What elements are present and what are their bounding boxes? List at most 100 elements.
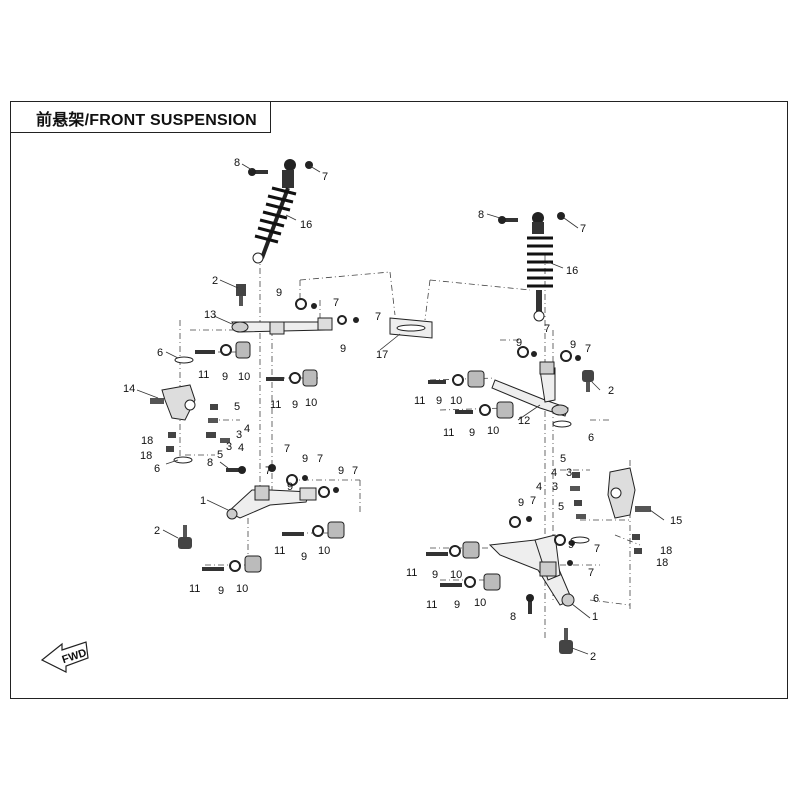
callout-1: 1 <box>592 611 598 623</box>
callout-2: 2 <box>212 275 218 287</box>
bushing-set-right-4 <box>440 573 501 591</box>
callout-9: 9 <box>287 481 293 493</box>
callout-7: 7 <box>284 443 290 455</box>
callout-2: 2 <box>590 651 596 663</box>
callout-9: 9 <box>292 399 298 411</box>
callout-16: 16 <box>566 265 578 277</box>
bolt-left-top <box>248 168 268 176</box>
washers-left-lower <box>268 464 339 498</box>
callout-9: 9 <box>340 343 346 355</box>
upper-arm-left <box>231 317 333 335</box>
callout-9: 9 <box>568 539 574 551</box>
callout-9: 9 <box>301 551 307 563</box>
callout-9: 9 <box>516 337 522 349</box>
bushing-set-right-2 <box>455 401 514 419</box>
callout-11: 11 <box>414 395 425 407</box>
callout-11: 11 <box>270 399 281 411</box>
callout-1: 1 <box>200 495 206 507</box>
shock-absorber-right <box>527 212 553 322</box>
ball-joint-left-lower <box>178 525 192 549</box>
callout-10: 10 <box>318 545 330 557</box>
bushing-set-left-1 <box>195 341 251 359</box>
callout-9: 9 <box>469 427 475 439</box>
title-box <box>10 101 271 133</box>
callout-4: 4 <box>536 481 542 493</box>
nut-left-top <box>305 161 313 169</box>
bushing-set-left-2 <box>266 369 318 387</box>
callout-7: 7 <box>588 567 594 579</box>
callout-5: 5 <box>217 449 223 461</box>
callout-9: 9 <box>218 585 224 597</box>
callout-18: 18 <box>140 450 152 462</box>
callout-10: 10 <box>238 371 250 383</box>
ball-joint-right-upper <box>582 370 594 392</box>
leader-lines <box>136 163 665 655</box>
washers-left-upper <box>295 298 359 325</box>
callout-12: 12 <box>518 415 530 427</box>
ball-joint-right-lower <box>559 628 573 654</box>
callout-9: 9 <box>222 371 228 383</box>
callout-6: 6 <box>157 347 163 359</box>
callout-6: 6 <box>154 463 160 475</box>
callout-7: 7 <box>322 171 328 183</box>
callout-4: 4 <box>238 442 244 454</box>
lower-arm-right <box>488 534 575 607</box>
callout-10: 10 <box>450 395 462 407</box>
callout-8: 8 <box>510 611 516 623</box>
callout-11: 11 <box>406 567 417 579</box>
callout-10: 10 <box>305 397 317 409</box>
callout-6: 6 <box>593 593 599 605</box>
shock-absorber-left <box>252 159 297 264</box>
steering-knuckle-right <box>607 467 651 519</box>
callout-9: 9 <box>518 497 524 509</box>
callout-9: 9 <box>338 465 344 477</box>
callout-3: 3 <box>236 429 242 441</box>
callout-18: 18 <box>660 545 672 557</box>
callout-4: 4 <box>244 423 250 435</box>
assembly-dash-lines <box>179 255 641 640</box>
bushing-set-left-4 <box>202 555 262 573</box>
bushing-set-right-1 <box>428 370 485 388</box>
callout-11: 11 <box>274 545 285 557</box>
callout-9: 9 <box>436 395 442 407</box>
callout-10: 10 <box>474 597 486 609</box>
upper-arm-right <box>491 361 569 417</box>
callout-7: 7 <box>585 343 591 355</box>
callout-5: 5 <box>560 453 566 465</box>
callout-9: 9 <box>570 339 576 351</box>
bolt-right-top <box>498 216 518 224</box>
steering-knuckle-left <box>150 384 196 421</box>
callout-7: 7 <box>530 495 536 507</box>
bolt-left-mid <box>226 466 246 474</box>
callout-9: 9 <box>454 599 460 611</box>
callout-7: 7 <box>580 223 586 235</box>
callout-11: 11 <box>189 583 200 595</box>
callout-6: 6 <box>588 432 594 444</box>
washers-right-lower <box>509 516 575 566</box>
callout-4: 4 <box>551 467 557 479</box>
callout-8: 8 <box>478 209 484 221</box>
callout-18: 18 <box>656 557 668 569</box>
callout-7: 7 <box>317 453 323 465</box>
forward-direction-arrow: FWD <box>40 641 89 673</box>
diagram-frame <box>10 101 788 699</box>
protection-plate <box>389 317 433 339</box>
callout-7: 7 <box>265 465 271 477</box>
callout-16: 16 <box>300 219 312 231</box>
page-title: 前悬架/FRONT SUSPENSION <box>36 112 257 129</box>
callout-10: 10 <box>236 583 248 595</box>
callout-5: 5 <box>234 401 240 413</box>
bushing-set-right-3 <box>426 541 480 559</box>
callout-7: 7 <box>333 297 339 309</box>
small-hardware-right <box>552 420 642 554</box>
callout-7: 7 <box>352 465 358 477</box>
callout-11: 11 <box>198 369 209 381</box>
callout-labels: 8 7 16 2 9 7 1 3 7 9 6 11 9 10 1 4 11 9 10… <box>123 157 682 663</box>
callout-7: 7 <box>544 323 550 335</box>
callout-8: 8 <box>234 157 240 169</box>
callout-5: 5 <box>558 501 564 513</box>
callout-10: 10 <box>487 425 499 437</box>
callout-2: 2 <box>608 385 614 397</box>
small-hardware-left <box>166 356 230 464</box>
bolt-right-lower <box>526 594 534 614</box>
